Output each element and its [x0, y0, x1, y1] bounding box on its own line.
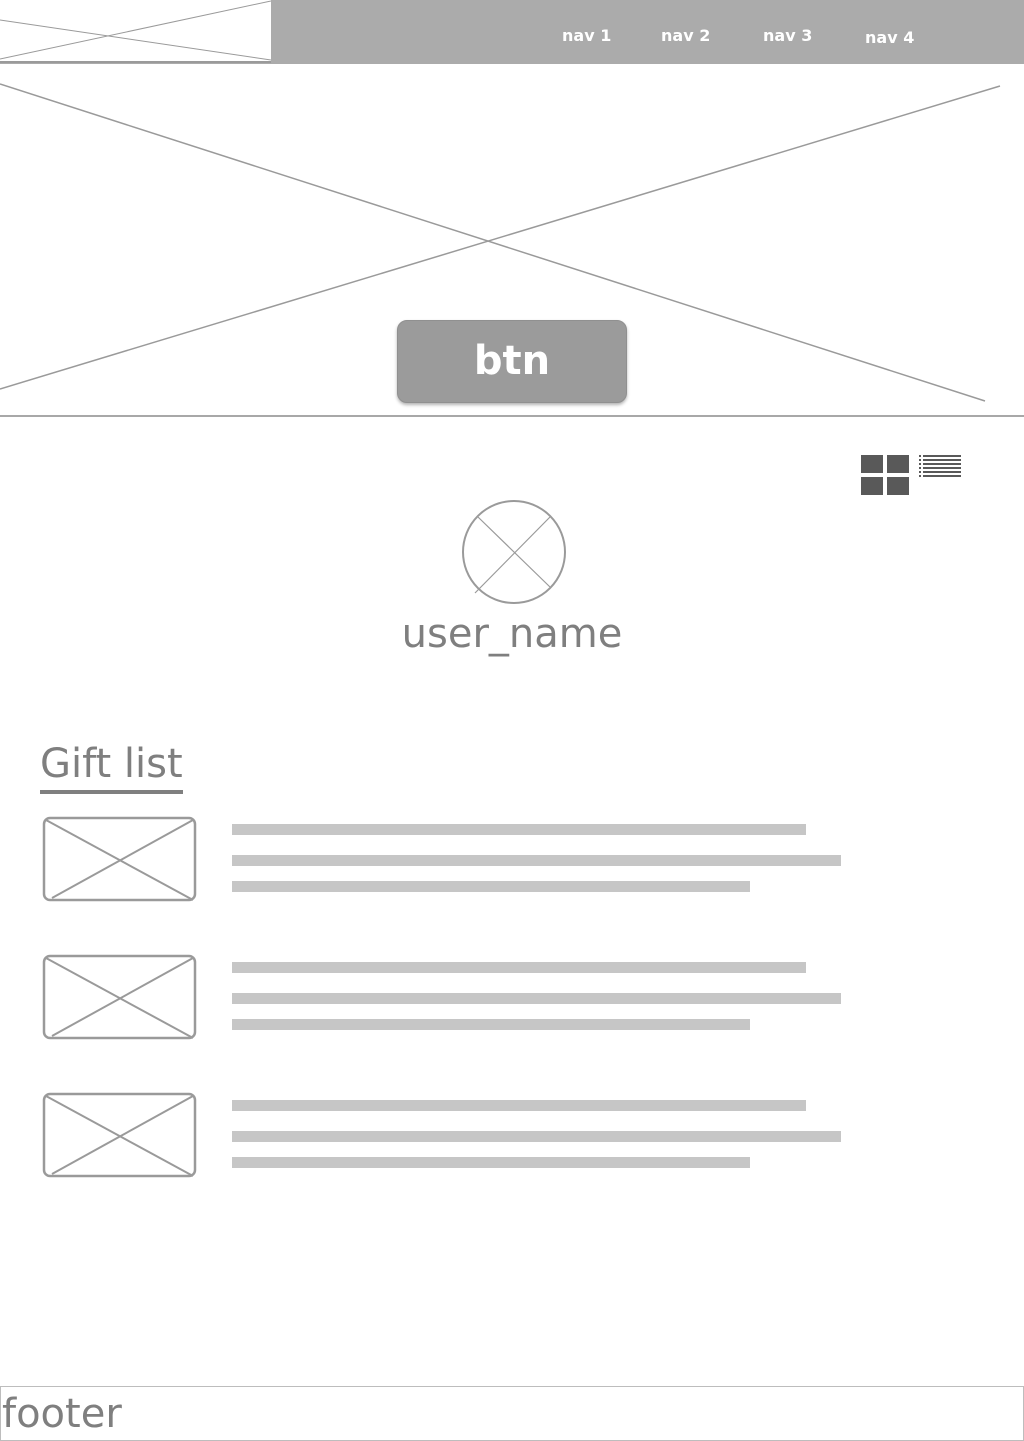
- nav-item-3[interactable]: nav 3: [763, 26, 813, 45]
- header-bar: nav 1 nav 2 nav 3 nav 4: [0, 0, 1024, 64]
- gift-list-item[interactable]: [42, 954, 842, 1040]
- image-placeholder-icon: [0, 83, 1001, 402]
- image-placeholder-icon: [42, 1092, 197, 1178]
- nav-item-2[interactable]: nav 2: [661, 26, 711, 45]
- text-placeholder-line: [232, 993, 841, 1004]
- text-placeholder-line: [232, 962, 806, 973]
- text-placeholder-line: [232, 1157, 750, 1168]
- footer: footer: [0, 1386, 1024, 1441]
- avatar-placeholder-icon: [462, 500, 566, 604]
- grid-view-icon[interactable]: [861, 455, 909, 495]
- image-placeholder-icon: [42, 816, 197, 902]
- gift-list-item[interactable]: [42, 816, 842, 902]
- nav-item-1[interactable]: nav 1: [562, 26, 612, 45]
- text-placeholder-line: [232, 855, 841, 866]
- list-view-icon[interactable]: [919, 455, 961, 481]
- image-placeholder-icon: [0, 0, 271, 61]
- logo[interactable]: [0, 0, 271, 63]
- image-placeholder-icon: [42, 954, 197, 1040]
- gift-list-title[interactable]: Gift list: [40, 740, 183, 794]
- footer-label: footer: [2, 1391, 122, 1437]
- nav-item-4[interactable]: nav 4: [865, 28, 915, 47]
- text-placeholder-line: [232, 1100, 806, 1111]
- hero-banner: btn: [0, 64, 1024, 417]
- gift-list-item[interactable]: [42, 1092, 842, 1178]
- text-placeholder-line: [232, 1131, 841, 1142]
- text-placeholder-line: [232, 824, 806, 835]
- text-placeholder-line: [232, 881, 750, 892]
- user-name: user_name: [401, 611, 623, 657]
- hero-button[interactable]: btn: [397, 320, 627, 403]
- text-placeholder-line: [232, 1019, 750, 1030]
